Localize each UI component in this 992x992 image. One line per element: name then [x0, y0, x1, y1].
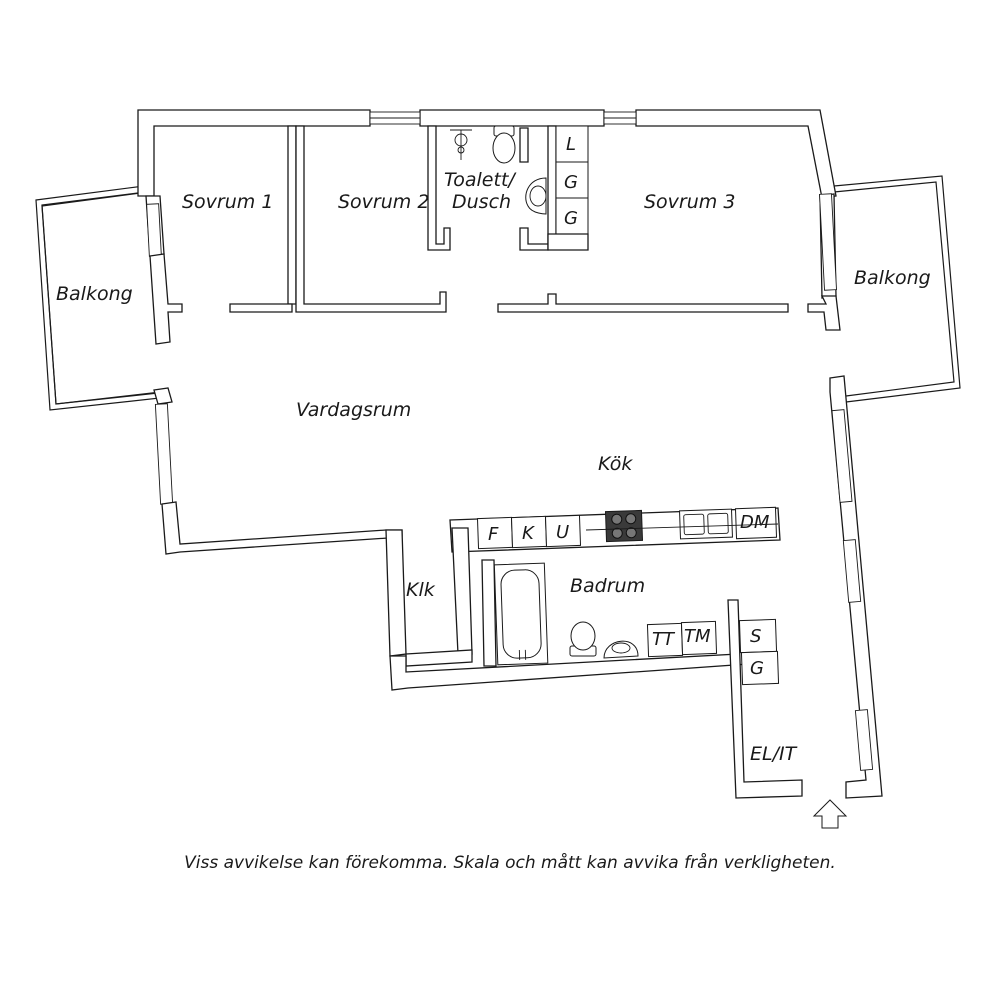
- wall-sovrum1-2: [287, 125, 297, 305]
- disclaimer-text: Viss avvikelse kan förekomma. Skala och …: [184, 852, 836, 873]
- wall-toalett-left: [427, 125, 451, 251]
- window-right-upper: [819, 193, 837, 291]
- label-closet-g1: G: [564, 172, 578, 193]
- window-right-3: [854, 709, 874, 771]
- label-kok: Kök: [598, 453, 633, 475]
- label-bath-tt: TT: [652, 629, 676, 650]
- label-hall-g: G: [750, 658, 764, 679]
- label-hall-s: S: [750, 626, 761, 647]
- wall-top-right: [635, 109, 837, 199]
- label-balkong-right: Balkong: [854, 267, 931, 289]
- wall-sovrum2-left: [295, 125, 447, 313]
- window-right-2: [842, 539, 862, 603]
- wall-hall-left: [727, 599, 803, 799]
- label-closet-g2: G: [564, 208, 578, 229]
- wall-toalett-right: [547, 125, 557, 245]
- bath-sink-icon: [603, 640, 639, 659]
- wall-klk-bottom: [405, 649, 473, 667]
- wall-left-stub: [149, 253, 183, 345]
- toilet-icon: [492, 125, 516, 164]
- label-sovrum3: Sovrum 3: [644, 191, 735, 213]
- label-el-it: EL/IT: [750, 743, 798, 765]
- wall-top: [137, 109, 371, 197]
- sink-icon: [525, 177, 547, 215]
- label-badrum: Badrum: [570, 575, 645, 597]
- window-right-1: [831, 409, 853, 503]
- closet-g2: [555, 197, 589, 235]
- stove-icon: [604, 509, 644, 543]
- label-kitchen-k: K: [522, 523, 535, 544]
- kitchen-sink-icon: [679, 508, 733, 540]
- label-balkong-left: Balkong: [56, 283, 133, 305]
- wall-klk-left: [385, 529, 407, 657]
- closet-l: [555, 125, 589, 163]
- bath-toilet-icon: [569, 621, 597, 657]
- balcony-right-outline: [833, 175, 961, 403]
- bathtub-icon: [493, 562, 549, 666]
- wall-toalett-bottom: [519, 227, 549, 251]
- label-sovrum2: Sovrum 2: [338, 191, 429, 213]
- balcony-left-rail: [41, 191, 159, 405]
- wall-bad-left: [481, 559, 497, 667]
- hall-g: [740, 650, 780, 686]
- label-sovrum1: Sovrum 1: [182, 191, 273, 213]
- wall-bedroom-row-1: [229, 303, 293, 313]
- kitchen-u: [544, 514, 582, 548]
- label-kitchen-u: U: [556, 522, 569, 543]
- label-kitchen-dm: DM: [740, 512, 770, 533]
- entrance-arrow-icon: [812, 799, 848, 829]
- label-klk: Klk: [406, 579, 436, 601]
- window-left-lower: [154, 403, 174, 505]
- wall-left-lower: [153, 387, 173, 405]
- shower-icon: [450, 129, 472, 160]
- label-closet-l: L: [566, 134, 576, 155]
- bath-tm: [680, 620, 718, 656]
- window-left-upper: [146, 203, 162, 257]
- wall-left-lower-2: [161, 501, 403, 555]
- kitchen-dm: [734, 506, 778, 540]
- wall-bedroom-row-2: [497, 293, 789, 313]
- label-toalett-1: Toalett/: [444, 169, 517, 191]
- wall-closet: [547, 233, 589, 251]
- balcony-right-rail: [833, 181, 955, 397]
- wall-right-stub: [807, 295, 841, 331]
- label-vardagsrum: Vardagsrum: [296, 399, 411, 421]
- wall-klk-right: [451, 527, 473, 655]
- label-bath-tm: TM: [684, 626, 711, 647]
- label-kitchen-f: F: [488, 524, 499, 545]
- label-toalett-2: Dusch: [452, 191, 511, 213]
- wall-top-middle: [419, 109, 605, 127]
- wall-toalett-mid: [519, 127, 529, 163]
